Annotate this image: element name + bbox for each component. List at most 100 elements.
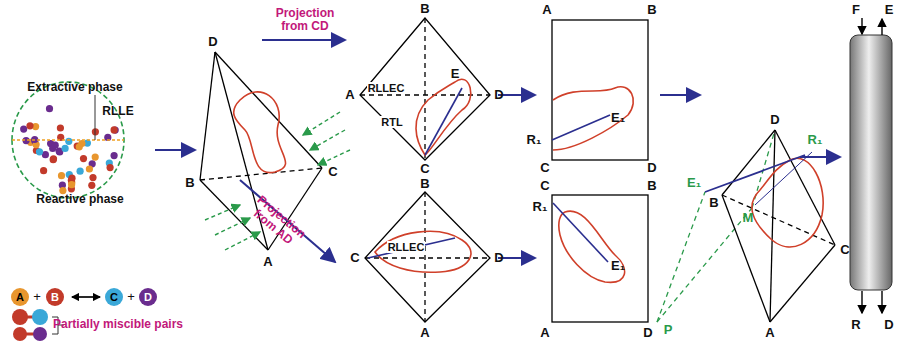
diagram-label: E₁: [611, 111, 625, 125]
molecule-dot: [58, 172, 65, 179]
diagram-label: C: [540, 161, 549, 175]
molecule-dot: [89, 174, 96, 181]
construction-lines: [657, 130, 775, 322]
flow-arrow: [155, 149, 195, 151]
molecule-dot: [50, 156, 57, 163]
projection-diamond: [365, 192, 490, 322]
rllec-curve: [375, 231, 471, 272]
tie-line: [553, 203, 608, 262]
rllec-curve: [559, 211, 625, 282]
species-circle: D: [139, 288, 157, 306]
molecule-dot: [50, 155, 57, 162]
projection-square: [552, 20, 648, 160]
molecule-dot: [88, 182, 95, 189]
molecule-dot: [26, 122, 33, 129]
molecule-dot: [65, 138, 72, 145]
diagram-label: RLLEC: [367, 82, 406, 94]
diagram-label: Extractive phase: [27, 81, 122, 94]
diagram-label: M: [743, 211, 754, 225]
flow-arrow: [240, 180, 335, 262]
molecule-dot: [111, 126, 118, 133]
diagram-label: R₁: [808, 133, 823, 147]
diagram-label: A: [542, 3, 551, 17]
diagram-label: B: [647, 179, 656, 193]
species-circle: B: [46, 288, 64, 306]
diagram-label: B: [709, 196, 718, 210]
molecule-dot: [76, 143, 83, 150]
diagram-label: B: [647, 3, 656, 17]
molecule-dot: [111, 152, 118, 159]
diagram-label: E₁: [687, 176, 701, 190]
species-letter: D: [144, 291, 152, 303]
diagram-label: A: [765, 326, 774, 340]
stream-arrows: [862, 18, 882, 313]
species-letter: B: [51, 291, 59, 303]
flow-arrow: [262, 39, 345, 41]
species-letter: A: [16, 291, 24, 303]
molecule-dot: [20, 126, 27, 133]
molecule-dot: [52, 142, 59, 149]
flow-arrow: [660, 94, 700, 96]
diagram-label: C: [540, 179, 549, 193]
tie-line: [705, 155, 805, 192]
equilibrium-arrow: [72, 296, 100, 297]
diagram-label: +: [33, 290, 41, 304]
diagram-label: C: [420, 162, 429, 176]
extraction-column: [850, 35, 892, 290]
molecule-dot: [92, 154, 99, 161]
species-circle: A: [11, 288, 29, 306]
tie-line: [755, 152, 812, 205]
diagram-label: D: [643, 326, 652, 340]
molecule-dot: [46, 105, 53, 112]
diagram-label: D: [647, 161, 656, 175]
diagram-label: A: [345, 88, 354, 102]
diagram-label: D: [494, 88, 503, 102]
projection-square: [552, 195, 648, 322]
diagram-label: R: [851, 318, 860, 332]
tie-line: [368, 238, 455, 258]
molecule-dot: [107, 164, 114, 171]
diagram-label: Reactive phase: [36, 193, 123, 206]
diagram-label: D: [208, 35, 217, 49]
tie-line: [425, 88, 462, 155]
molecule-dot: [62, 145, 69, 152]
rllec-curve: [553, 87, 633, 150]
reactive-boundary: [12, 140, 124, 198]
diagram-label: RLLE: [102, 105, 133, 118]
diagram-label: P: [664, 323, 673, 337]
molecule-dot: [36, 148, 43, 155]
diagram-label: +: [127, 290, 135, 304]
molecule-dot: [40, 167, 47, 174]
interface: [12, 139, 124, 141]
molecule-dot: [77, 168, 84, 175]
divider: [95, 95, 96, 140]
diagram-label: D: [494, 251, 503, 265]
molecule-dot: [68, 181, 75, 188]
projection-diamond: [360, 18, 490, 160]
diagram-label: RLLEC: [387, 241, 426, 253]
diagram-label: R₁: [533, 200, 548, 214]
rlle-envelope: [234, 92, 286, 173]
molecule-dot: [57, 124, 64, 131]
diagram-label: RTL: [380, 116, 403, 128]
diagram-label: D: [884, 318, 893, 332]
diagram-label: E: [885, 3, 894, 17]
molecule-dot: [80, 155, 87, 162]
species-circle: C: [105, 288, 123, 306]
diagram-label: F: [852, 3, 860, 17]
diagram-label: C: [328, 165, 337, 179]
diagram-label: B: [420, 177, 429, 191]
diagram-label: D: [770, 113, 779, 127]
diagram-label: C: [840, 243, 849, 257]
diagram-label: A: [420, 326, 429, 340]
diagram-label: Partially miscible pairs: [53, 318, 183, 331]
tie-line: [552, 115, 610, 140]
rllec-curve: [416, 79, 471, 155]
diagram-label: E₁: [611, 259, 625, 273]
diagram-label: R₁: [527, 133, 542, 147]
diagram-label: A: [263, 255, 272, 269]
species-letter: C: [110, 291, 118, 303]
molecule-dots: [20, 105, 119, 194]
tetrahedron: [722, 130, 835, 322]
